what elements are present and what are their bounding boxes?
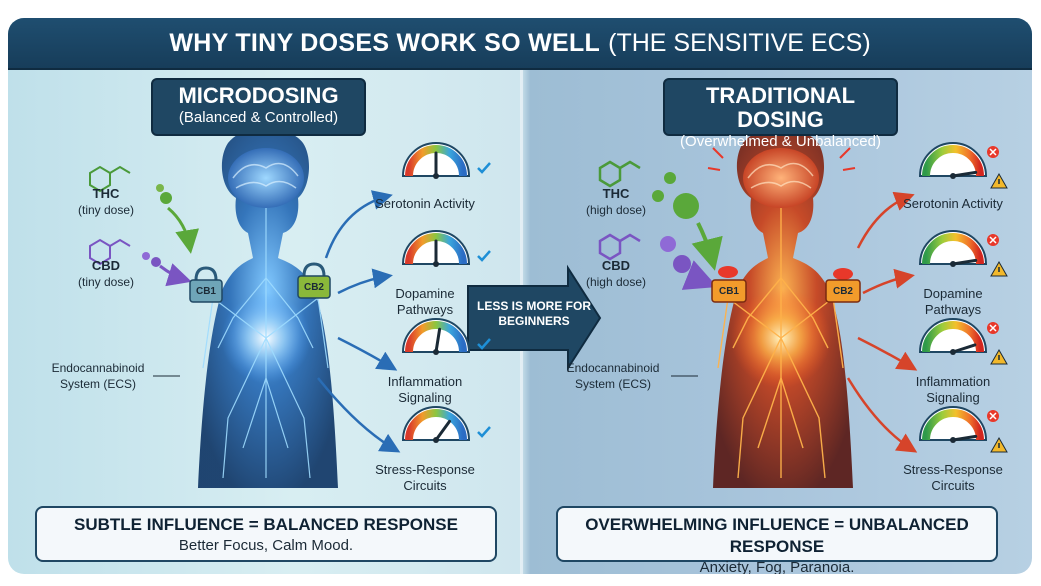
thc-particle-left: [156, 184, 164, 192]
gauge-label-left-0: Serotonin Activity: [375, 196, 475, 211]
title-normal: (THE SENSITIVE ECS): [608, 28, 871, 57]
thc-particle-right: [652, 190, 664, 202]
cbd-arrow-left: [159, 263, 192, 287]
title-bar: WHY TINY DOSES WORK SO WELL (THE SENSITI…: [8, 18, 1032, 70]
gauge-label-left-2: Inflammation Signaling: [387, 374, 463, 405]
check-icon: [477, 250, 491, 262]
microdosing-header: MICRODOSING (Balanced & Controlled): [151, 78, 366, 136]
thc-particle-right-large: [673, 193, 699, 219]
warning-icon: [990, 172, 1008, 189]
warning-icon: [990, 260, 1008, 277]
traditional-header: TRADITIONAL DOSING (Overwhelmed & Unbala…: [663, 78, 898, 150]
right-gauge-needle-2: [951, 343, 977, 354]
ecs-label-right: Endocannabinoid System (ECS): [566, 361, 660, 391]
gauge-label-left-1: Dopamine Pathways: [395, 286, 455, 317]
left-gauge-2: [401, 318, 491, 355]
thc-dose-left: (tiny dose): [77, 203, 135, 217]
thc-dose-right: (high dose): [585, 203, 647, 217]
illustration-layer: [89, 124, 1008, 488]
cbd-particle-left-large: [151, 257, 161, 267]
cbd-dose-left: (tiny dose): [77, 275, 135, 289]
right-gauge-needle-0: [951, 170, 978, 178]
left-gauge-0: [401, 142, 491, 179]
error-icon: [987, 146, 999, 158]
left-gauge-1: [401, 230, 491, 267]
cb2-receptor-left: [297, 262, 331, 299]
cbd-molecule-icon-right: [598, 233, 641, 261]
infographic-frame: WHY TINY DOSES WORK SO WELL (THE SENSITI…: [8, 18, 1032, 574]
left-gauge-needle-3: [434, 419, 452, 442]
warning-icon: [990, 436, 1008, 453]
cbd-particle-left: [142, 252, 150, 260]
balanced-summary-box: SUBTLE INFLUENCE = BALANCED RESPONSE Bet…: [35, 506, 497, 562]
calm-signal-arrows: [317, 190, 401, 453]
error-icon: [987, 234, 999, 246]
thc-molecule-icon-right: [598, 160, 641, 188]
ecs-label-left: Endocannabinoid System (ECS): [51, 361, 145, 391]
right-gauge-2: [918, 318, 1008, 365]
cb1-label-right: CB1: [718, 286, 739, 297]
cbd-label-left: CBD (tiny dose): [66, 258, 146, 290]
cbd-name-right: CBD: [601, 258, 631, 273]
microdosing-title: MICRODOSING: [178, 83, 339, 108]
calm-gauges: [401, 142, 491, 443]
microdosing-subtitle: (Balanced & Controlled): [178, 109, 339, 126]
cbd-label-right: CBD (high dose): [576, 258, 656, 290]
less-is-more-arrow: [467, 264, 602, 372]
thc-name-left: THC: [92, 186, 120, 201]
error-icon: [987, 322, 999, 334]
overwhelmed-gauges: [918, 142, 1008, 453]
right-gauge-1: [918, 230, 1008, 277]
right-gauge-needle-3: [951, 434, 978, 442]
unbalanced-summary-box: OVERWHELMING INFLUENCE = UNBALANCED RESP…: [556, 506, 998, 574]
check-icon: [477, 338, 491, 350]
error-icon: [987, 410, 999, 422]
thc-name-right: THC: [602, 186, 630, 201]
calm-body-figure: [198, 128, 338, 488]
cbd-particle-right-large: [673, 255, 691, 273]
cb2-label-left: CB2: [303, 282, 324, 293]
right-gauge-needle-1: [951, 258, 978, 266]
traditional-title: TRADITIONAL DOSING: [705, 83, 856, 132]
cbd-arrow-right: [681, 260, 718, 290]
thc-molecule-icon-left: [89, 165, 131, 193]
gauge-label-right-1: Dopamine Pathways: [923, 286, 983, 317]
overwhelmed-body-figure: [707, 124, 856, 488]
cbd-molecule-icon-left: [89, 238, 131, 266]
unbalanced-summary-text: Anxiety, Fog, Paranoia.: [699, 559, 855, 574]
gauge-label-left-3: Stress-Response Circuits: [375, 462, 475, 493]
traditional-subtitle: (Overwhelmed & Unbalanced): [680, 133, 881, 150]
left-gauge-3: [401, 406, 491, 443]
gauge-label-right-0: Serotonin Activity: [903, 196, 1003, 211]
check-icon: [477, 162, 491, 174]
thc-arrow-left: [167, 206, 199, 254]
cbd-name-left: CBD: [91, 258, 121, 273]
cbd-dose-right: (high dose): [585, 275, 647, 289]
thc-particle-right-small: [664, 172, 676, 184]
balanced-summary-heading: SUBTLE INFLUENCE = BALANCED RESPONSE: [74, 515, 458, 534]
left-gauge-needle-2: [434, 327, 442, 354]
gauge-label-right-2: Inflammation Signaling: [915, 374, 991, 405]
thc-label-left: THC (tiny dose): [66, 186, 146, 218]
center-arrow-label: LESS IS MORE FOR BEGINNERS: [476, 299, 591, 328]
gauge-label-right-3: Stress-Response Circuits: [903, 462, 1003, 493]
thc-label-right: THC (high dose): [576, 186, 656, 218]
unbalanced-summary-heading: OVERWHELMING INFLUENCE = UNBALANCED RESP…: [585, 515, 969, 556]
thc-arrow-right: [691, 222, 723, 271]
check-icon: [477, 426, 491, 438]
cbd-particle-right: [660, 236, 676, 252]
cb2-label-right: CB2: [832, 286, 853, 297]
warning-icon: [990, 348, 1008, 365]
cb1-receptor-right: [711, 266, 747, 303]
balanced-summary-text: Better Focus, Calm Mood.: [178, 537, 354, 554]
overwhelmed-signal-arrows: [846, 191, 918, 453]
title-bold: WHY TINY DOSES WORK SO WELL: [169, 28, 601, 57]
cb2-receptor-right: [825, 268, 861, 303]
thc-particle-left-large: [160, 192, 172, 204]
cb1-label-left: CB1: [195, 286, 216, 297]
right-gauge-3: [918, 406, 1008, 453]
cb1-receptor-left: [189, 266, 223, 303]
right-gauge-0: [918, 142, 1008, 189]
